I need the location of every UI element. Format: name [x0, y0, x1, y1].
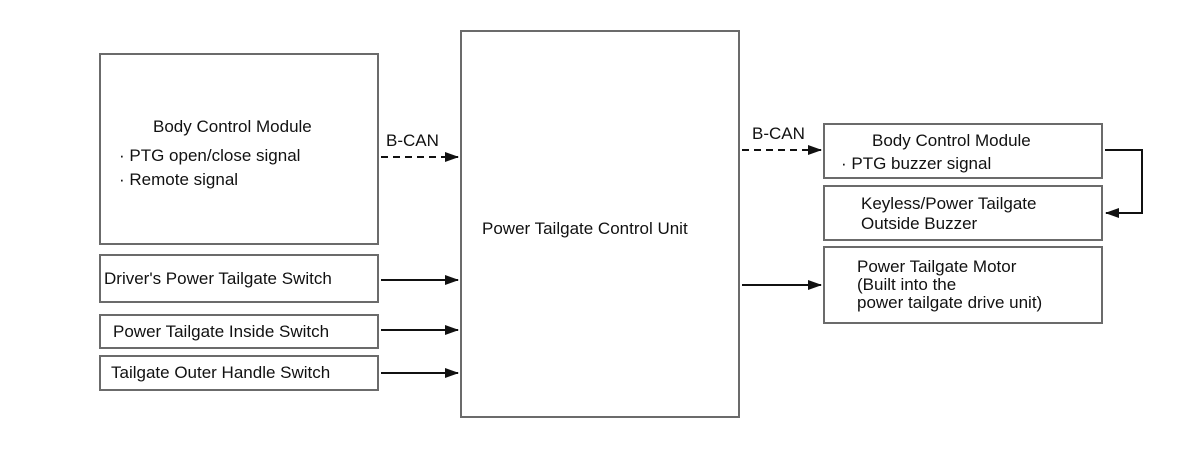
inside-switch-box [99, 314, 379, 349]
motor-label-line-1: Power Tailgate Motor [857, 257, 1017, 276]
output-bcm-item-buzzer: · PTG buzzer signal [841, 154, 992, 173]
motor-label-line-3: power tailgate drive unit) [857, 293, 1043, 312]
inside-switch-label: Power Tailgate Inside Switch [113, 322, 330, 341]
input-bcm-box [99, 53, 379, 245]
buzzer-box [823, 185, 1103, 241]
input-bcm-item-remote: · Remote signal [119, 170, 239, 189]
drivers-switch-label: Driver's Power Tailgate Switch [104, 269, 332, 288]
buzzer-label-line-1: Keyless/Power Tailgate [861, 194, 1037, 213]
bcan-input-label: B-CAN [386, 131, 439, 150]
output-bcm-box [823, 123, 1103, 179]
output-bcm-title: Body Control Module [872, 131, 1031, 150]
drivers-switch-box [99, 254, 379, 303]
motor-label-line-2: (Built into the [857, 275, 957, 294]
control-unit-label: Power Tailgate Control Unit [482, 219, 688, 238]
outer-handle-switch-box [99, 355, 379, 391]
buzzer-label-line-2: Outside Buzzer [861, 214, 978, 233]
motor-box [823, 246, 1103, 324]
outer-handle-switch-label: Tailgate Outer Handle Switch [111, 363, 331, 382]
input-bcm-title: Body Control Module [153, 117, 312, 136]
input-bcm-item-open-close: · PTG open/close signal [119, 146, 301, 165]
bcm-to-buzzer-arrow [1105, 149, 1143, 218]
bcan-output-label: B-CAN [752, 124, 805, 143]
control-unit-box [460, 30, 740, 418]
